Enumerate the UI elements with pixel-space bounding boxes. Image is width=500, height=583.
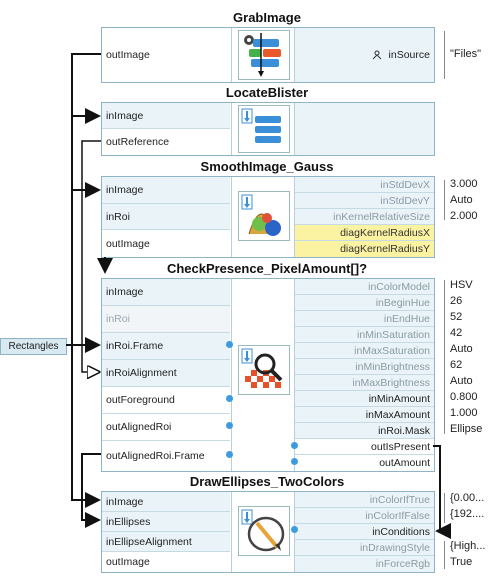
draw-ellipses-icon bbox=[238, 506, 290, 556]
node-grabimage[interactable]: outImage inSource bbox=[101, 27, 435, 83]
right-ports bbox=[294, 103, 434, 155]
connector-dot[interactable] bbox=[291, 458, 298, 465]
connector-dot[interactable] bbox=[291, 442, 298, 449]
port-in-color-if-false[interactable]: inColorIfFalse bbox=[295, 508, 434, 524]
value-bracket bbox=[444, 493, 450, 523]
port-in-std-dev-y[interactable]: inStdDevY bbox=[295, 193, 434, 209]
value-in-color-if-false[interactable]: {192.... bbox=[450, 508, 485, 520]
port-in-roi[interactable]: inRoi bbox=[102, 204, 230, 230]
port-out-amount[interactable]: outAmount bbox=[295, 455, 434, 471]
port-in-ellipses[interactable]: inEllipses bbox=[102, 512, 230, 532]
port-out-aligned-roi[interactable]: outAlignedRoi bbox=[102, 414, 230, 441]
locate-blister-icon bbox=[238, 105, 290, 153]
right-ports: inSource bbox=[294, 28, 434, 82]
value-in-roi-mask[interactable]: Ellipse bbox=[450, 423, 483, 435]
port-out-image[interactable]: outImage bbox=[102, 28, 230, 82]
left-ports: inImage inRoi inRoi.Frame inRoiAlignment… bbox=[102, 279, 232, 471]
left-ports: inImage inRoi outImage bbox=[102, 177, 232, 257]
right-ports: inStdDevX inStdDevY inKernelRelativeSize… bbox=[294, 177, 434, 257]
port-in-end-hue[interactable]: inEndHue bbox=[295, 311, 434, 327]
port-in-min-brightness[interactable]: inMinBrightness bbox=[295, 359, 434, 375]
port-in-roi-mask[interactable]: inRoi.Mask bbox=[295, 423, 434, 439]
port-in-min-saturation[interactable]: inMinSaturation bbox=[295, 327, 434, 343]
value-in-std-dev-y[interactable]: Auto bbox=[450, 194, 473, 206]
connector-dot[interactable] bbox=[226, 395, 233, 402]
port-out-is-present[interactable]: outIsPresent bbox=[295, 439, 434, 455]
connector-dot[interactable] bbox=[291, 526, 298, 533]
value-in-max-saturation[interactable]: Auto bbox=[450, 343, 473, 355]
right-ports: inColorModel inBeginHue inEndHue inMinSa… bbox=[294, 279, 434, 471]
smooth-gauss-icon bbox=[238, 191, 290, 241]
port-in-roi-frame[interactable]: inRoi.Frame bbox=[102, 333, 230, 360]
value-in-color-if-true[interactable]: {0.00... bbox=[450, 492, 485, 504]
port-in-source-label: inSource bbox=[388, 49, 430, 61]
port-in-roi[interactable]: inRoi bbox=[102, 306, 230, 333]
port-in-drawing-style[interactable]: inDrawingStyle bbox=[295, 540, 434, 556]
port-out-image[interactable]: outImage bbox=[102, 552, 230, 572]
source-icon bbox=[372, 50, 381, 60]
port-in-color-if-true[interactable]: inColorIfTrue bbox=[295, 492, 434, 508]
node-title-locateblister: LocateBlister bbox=[225, 85, 309, 100]
port-in-min-amount[interactable]: inMinAmount bbox=[295, 391, 434, 407]
node-title-checkpresence: CheckPresence_PixelAmount[]? bbox=[166, 261, 368, 276]
value-in-min-saturation[interactable]: 42 bbox=[450, 327, 463, 339]
port-in-image[interactable]: inImage bbox=[102, 279, 230, 306]
value-in-kernel-relative-size[interactable]: 2.000 bbox=[450, 210, 478, 222]
value-bracket bbox=[444, 280, 450, 434]
value-in-begin-hue[interactable]: 26 bbox=[450, 295, 463, 307]
port-in-begin-hue[interactable]: inBeginHue bbox=[295, 295, 434, 311]
node-checkpresence[interactable]: inImage inRoi inRoi.Frame inRoiAlignment… bbox=[101, 278, 435, 472]
value-bracket bbox=[444, 541, 450, 569]
node-smoothimage-gauss[interactable]: inImage inRoi outImage inStdDevX inStdDe… bbox=[101, 176, 435, 258]
port-in-image[interactable]: inImage bbox=[102, 492, 230, 512]
port-in-roi-alignment[interactable]: inRoiAlignment bbox=[102, 360, 230, 387]
value-in-min-amount[interactable]: 0.800 bbox=[450, 391, 478, 403]
port-in-force-rgb[interactable]: inForceRgb bbox=[375, 558, 430, 570]
port-in-source[interactable]: inSource bbox=[295, 28, 434, 82]
left-ports: inImage outReference bbox=[102, 103, 232, 155]
right-ports: inColorIfTrue inColorIfFalse inCondition… bbox=[294, 492, 434, 572]
port-out-reference[interactable]: outReference bbox=[102, 129, 230, 155]
port-in-conditions[interactable]: inConditions bbox=[295, 524, 434, 540]
value-in-color-model[interactable]: HSV bbox=[450, 279, 473, 291]
value-in-source[interactable]: "Files" bbox=[450, 48, 482, 60]
node-title-grabimage: GrabImage bbox=[233, 10, 301, 25]
node-locateblister[interactable]: inImage outReference bbox=[101, 102, 435, 156]
check-presence-icon bbox=[238, 345, 290, 395]
value-in-drawing-style[interactable]: {High... bbox=[450, 540, 486, 552]
port-in-kernel-relative-size[interactable]: inKernelRelativeSize bbox=[295, 209, 434, 225]
connector-dot[interactable] bbox=[226, 451, 233, 458]
port-diag-kernel-radius-y[interactable]: diagKernelRadiusY bbox=[295, 241, 434, 257]
port-in-max-saturation[interactable]: inMaxSaturation bbox=[295, 343, 434, 359]
port-out-image[interactable]: outImage bbox=[102, 230, 230, 257]
port-in-image[interactable]: inImage bbox=[102, 177, 230, 204]
port-in-max-brightness[interactable]: inMaxBrightness bbox=[295, 375, 434, 391]
value-in-max-brightness[interactable]: Auto bbox=[450, 375, 473, 387]
value-in-max-amount[interactable]: 1.000 bbox=[450, 407, 478, 419]
value-bracket bbox=[444, 180, 450, 220]
value-in-force-rgb[interactable]: True bbox=[450, 556, 473, 568]
port-out-foreground[interactable]: outForeground bbox=[102, 387, 230, 414]
rectangles-input[interactable]: Rectangles bbox=[0, 338, 67, 355]
value-in-std-dev-x[interactable]: 3.000 bbox=[450, 178, 478, 190]
port-in-image[interactable]: inImage bbox=[102, 103, 230, 129]
port-out-aligned-roi-frame[interactable]: outAlignedRoi.Frame bbox=[102, 441, 230, 471]
port-in-ellipse-alignment[interactable]: inEllipseAlignment bbox=[102, 532, 230, 552]
value-in-end-hue[interactable]: 52 bbox=[450, 311, 463, 323]
port-in-max-amount[interactable]: inMaxAmount bbox=[295, 407, 434, 423]
node-drawellipses[interactable]: inImage inEllipses inEllipseAlignment ou… bbox=[101, 491, 435, 573]
node-title-smoothimage-gauss: SmoothImage_Gauss bbox=[200, 159, 334, 174]
port-diag-kernel-radius-x[interactable]: diagKernelRadiusX bbox=[295, 225, 434, 241]
connector-dot[interactable] bbox=[226, 422, 233, 429]
left-ports: outImage bbox=[102, 28, 232, 82]
value-in-min-brightness[interactable]: 62 bbox=[450, 359, 463, 371]
grab-image-icon bbox=[238, 30, 290, 80]
value-bracket bbox=[444, 31, 450, 79]
port-in-std-dev-x[interactable]: inStdDevX bbox=[295, 177, 434, 193]
connector-dot[interactable] bbox=[226, 341, 233, 348]
port-in-color-model[interactable]: inColorModel bbox=[295, 279, 434, 295]
left-ports: inImage inEllipses inEllipseAlignment ou… bbox=[102, 492, 232, 572]
node-title-drawellipses: DrawEllipses_TwoColors bbox=[189, 474, 345, 489]
